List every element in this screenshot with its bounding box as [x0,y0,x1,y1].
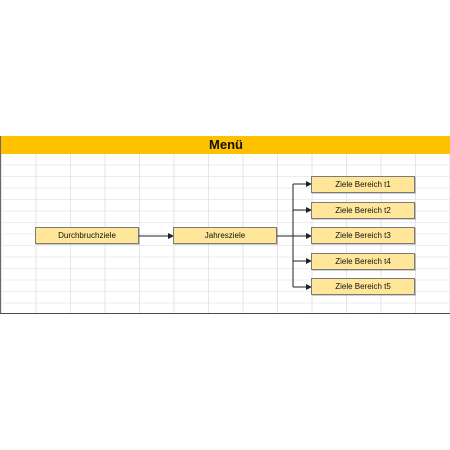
node-durchbruchziele[interactable]: Durchbruchziele [35,227,139,244]
node-ziele-bereich-t1[interactable]: Ziele Bereich t1 [311,176,415,193]
node-jahresziele[interactable]: Jahresziele [173,227,277,244]
node-ziele-bereich-t2[interactable]: Ziele Bereich t2 [311,202,415,219]
node-ziele-bereich-t5[interactable]: Ziele Bereich t5 [311,278,415,295]
connector-lines [139,181,312,290]
node-ziele-bereich-t3[interactable]: Ziele Bereich t3 [311,227,415,244]
node-ziele-bereich-t4[interactable]: Ziele Bereich t4 [311,253,415,270]
menu-title: Menü [1,136,450,154]
spreadsheet-canvas: Menü Durchbruchziele Jahresziele Ziele B… [0,136,450,314]
